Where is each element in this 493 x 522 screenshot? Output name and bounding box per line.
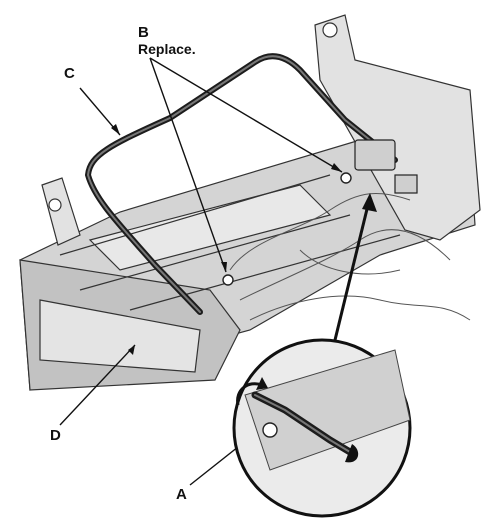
callout-c: C	[64, 65, 75, 82]
clip-b-right	[340, 172, 352, 184]
seat-frame	[19, 139, 476, 391]
connector	[354, 139, 418, 194]
rear-bracket	[41, 14, 481, 246]
detail-inset	[232, 338, 412, 518]
callout-b-note: Replace.	[138, 41, 196, 57]
clip-b-left	[222, 274, 234, 286]
callout-d: D	[50, 427, 61, 444]
callout-b: B	[138, 24, 149, 41]
arrowheads	[111, 124, 342, 437]
magnify-arrow	[333, 193, 377, 341]
callout-a: A	[176, 486, 187, 503]
